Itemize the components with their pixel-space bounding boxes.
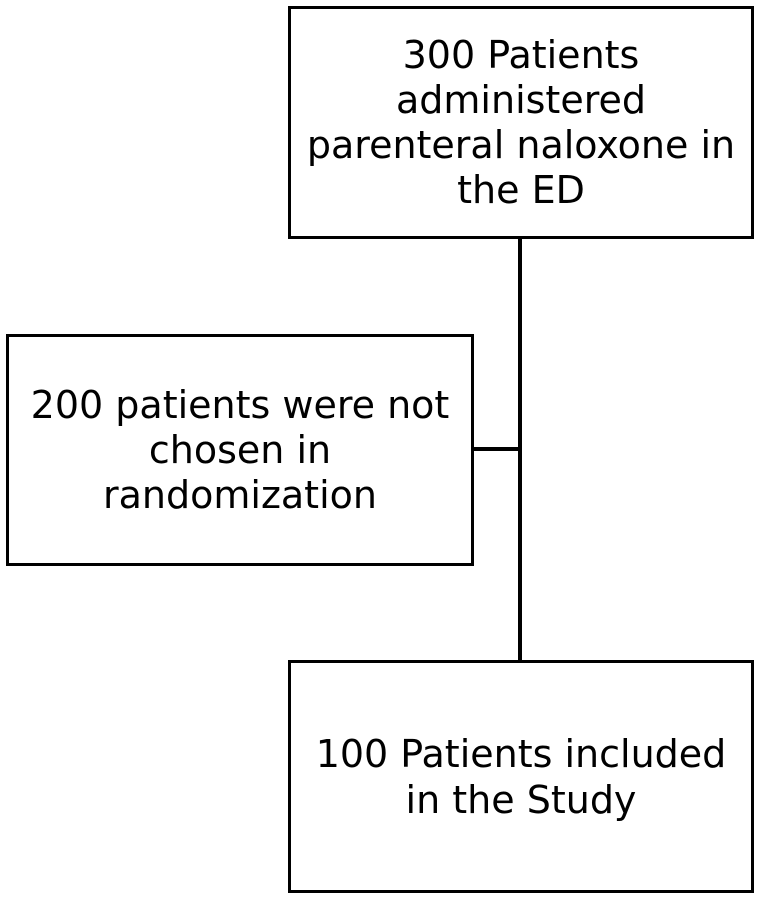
excluded-patients-box: 200 patients were not chosen in randomiz…: [6, 334, 474, 566]
enrolled-patients-line-4: the ED: [457, 167, 585, 212]
enrolled-patients-box: 300 Patients administered parenteral nal…: [288, 6, 754, 239]
excluded-patients-line-2: chosen in: [148, 427, 332, 472]
enrolled-patients-line-2: administered: [396, 77, 646, 122]
included-patients-line-1: 100 Patients included: [315, 731, 727, 776]
enrolled-patients-line-1: 300 Patients: [402, 32, 640, 77]
horizontal-connector-line: [474, 447, 520, 451]
excluded-patients-line-3: randomization: [103, 472, 377, 517]
included-patients-box: 100 Patients included in the Study: [288, 660, 754, 893]
vertical-connector-line: [518, 239, 522, 660]
included-patients-line-2: in the Study: [405, 777, 637, 822]
excluded-patients-line-1: 200 patients were not: [30, 382, 450, 427]
enrolled-patients-line-3: parenteral naloxone in: [306, 122, 736, 167]
